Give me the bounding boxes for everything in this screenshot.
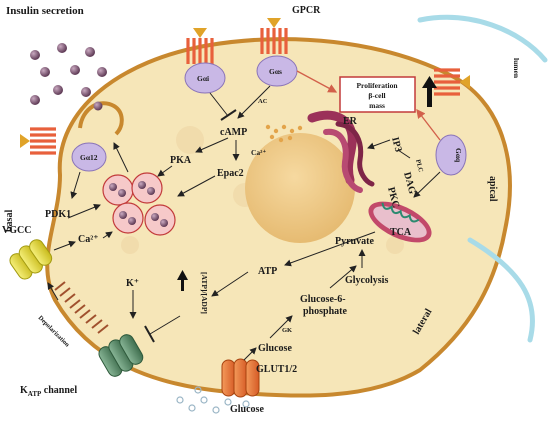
pkc-label: PKC: [385, 186, 401, 209]
gpcr-receptor-gs: [260, 18, 288, 54]
lumen-label: lumen: [512, 58, 521, 79]
calcium-ion-dots: [265, 124, 303, 143]
apical-label: apical: [487, 176, 498, 202]
glucose-intracellular-label: Glucose: [258, 343, 292, 354]
g-alpha-q-protein: [435, 134, 467, 176]
katp-channel: [98, 334, 144, 377]
gpcr-receptor-gq: [434, 68, 470, 96]
tca-label: TCA: [390, 227, 412, 238]
basal-label: basal: [4, 210, 15, 232]
glut-label: GLUT1/2: [256, 364, 297, 375]
mitochondrion: [368, 201, 432, 243]
pyruvate-label: Pyruvate: [335, 236, 374, 247]
k-plus-label: K⁺: [126, 278, 139, 289]
atp-label: ATP: [258, 266, 277, 277]
nucleus: [245, 133, 355, 243]
pka-label: PKA: [170, 155, 192, 166]
beta-cell-label: β-cell: [368, 91, 385, 100]
glucose-6-phosphate-label-1: Glucose-6-: [300, 294, 346, 305]
glucose-6-phosphate-label-2: phosphate: [303, 306, 347, 317]
lumen-arc: [467, 237, 535, 343]
vgcc-channel: [9, 239, 53, 280]
gpcr-receptor-gi: [186, 28, 214, 64]
pdk1-label: PDK1: [45, 209, 71, 220]
vesicle-cores: [109, 181, 168, 227]
lumen-arc: [417, 14, 548, 63]
glucose-extracellular-label: Glucose: [230, 404, 264, 415]
glut-transporter: [221, 358, 260, 398]
vgcc-label: VGCC: [2, 225, 31, 236]
cytoplasm-blob: [386, 236, 404, 254]
gk-label: GK: [282, 327, 292, 334]
g-alpha-12-protein: [71, 142, 107, 172]
g-alpha-i-protein: [184, 62, 226, 94]
exocytosis-pocket: [78, 101, 124, 136]
gpcr-label: GPCR: [292, 5, 321, 16]
ip3-label: IP3: [389, 136, 404, 153]
gpcr-receptor-g12: [20, 127, 56, 155]
g-alpha-12-label: Gα12: [80, 153, 98, 162]
gs-to-proliferation-arrow: [296, 70, 338, 93]
camp-label: cAMP: [220, 127, 247, 138]
glycolysis-label: Glycolysis: [345, 275, 388, 286]
g-alpha-i-label: Gαi: [197, 74, 209, 83]
secreted-insulin-granules: [30, 43, 107, 111]
ac-label: AC: [258, 98, 268, 105]
pathway-arrows: [47, 85, 441, 361]
depolarization-membrane: [54, 281, 109, 334]
calcium-er-label: Ca²⁺: [251, 148, 266, 157]
g-alpha-q-label: Gαq: [454, 148, 463, 163]
insulin-vesicle-cluster: [102, 172, 176, 236]
insulin-secretion-label: Insulin secretion: [6, 5, 84, 17]
mass-label: mass: [369, 101, 385, 110]
proliferation-up-arrow: [422, 76, 437, 107]
extracellular-glucose-dots: [176, 386, 250, 414]
atp-adp-up-arrow: [177, 270, 188, 291]
er-label: ER: [343, 116, 358, 127]
gq-to-proliferation-arrow: [416, 108, 441, 141]
atp-adp-label: [ATP]/[ADP]: [200, 272, 209, 314]
proliferation-label: Proliferation: [356, 81, 398, 90]
plc-label: PLC: [414, 159, 424, 174]
endoplasmic-reticulum: [307, 110, 375, 193]
proliferation-box: [339, 76, 416, 113]
katp-channel-label: KATP channel: [20, 385, 77, 398]
calcium-cyto-label: Ca²⁺: [78, 234, 99, 245]
g-alpha-s-label: Gαs: [269, 67, 282, 76]
depolarization-label: Depolarization: [37, 314, 71, 348]
epac2-label: Epac2: [217, 168, 244, 179]
cytoplasm-blob: [121, 236, 139, 254]
